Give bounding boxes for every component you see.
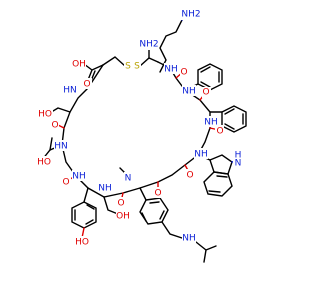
sulfur-1-label: S (125, 62, 131, 72)
indole-ring (197, 154, 239, 197)
tyrosine-oh-label: HO (75, 238, 89, 248)
amide-o-1-label: O (180, 68, 187, 78)
threonine-oh-2-label: HO (38, 110, 52, 120)
threonine-oh-1-label: HO (37, 158, 51, 168)
cyclic-peptide-structure: NH2 NH2 S S OH O NH O NH O NH O NH H N O… (36, 8, 247, 263)
indole-hydrogen-label: H (235, 151, 242, 161)
molecule-diagram: NH2 NH2 S S OH O NH O NH O NH O NH H N O… (36, 8, 247, 263)
isopropylamine-nh-label: NH (182, 234, 196, 244)
amide-o-5-label: O (154, 189, 161, 199)
n-terminal-amine-label: NH2 (139, 40, 158, 50)
atom-labels: NH2 NH2 S S OH O NH O NH O NH O NH H N O… (36, 8, 243, 248)
acid-hydroxyl-label: OH (72, 60, 86, 70)
amide-o-4-label: O (186, 171, 193, 181)
n-methyl-nitrogen-label: N (125, 174, 132, 184)
serine-hydroxyl (103, 196, 119, 215)
amide-nh-6-label: NH (98, 184, 112, 194)
lysine-amine-label: NH2 (181, 10, 200, 20)
amide-nh-3-label: NH (204, 118, 218, 128)
sulfur-2-label: S (134, 62, 140, 72)
tyrosine-ring (71, 187, 97, 239)
amide-nh-8-label: HN (63, 86, 77, 96)
acid-oxygen-label: O (83, 80, 90, 90)
amide-nh-4-label: NH (194, 150, 208, 160)
amide-nh-2-label: NH (182, 87, 196, 97)
serine-oh-label: OH (116, 212, 130, 222)
amide-o-3-label: O (216, 127, 223, 137)
amide-o-7-label: O (62, 178, 69, 188)
amide-o-2-label: O (202, 88, 209, 98)
amide-nh-7-label: NH (72, 172, 86, 182)
isopropylaminomethyl-phenyl (139, 187, 217, 263)
indole-nitrogen-label: N (235, 159, 242, 169)
amide-nh-1-label: NH (164, 65, 178, 75)
amide-hn-label: HN (54, 142, 68, 152)
amide-o-6-label: O (117, 199, 124, 209)
amide-o-8-label: O (51, 121, 58, 131)
